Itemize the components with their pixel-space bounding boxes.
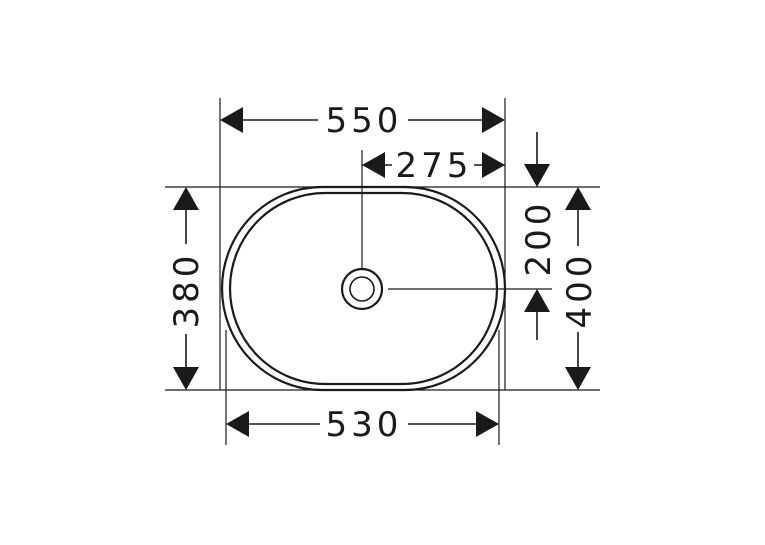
dimension-label-530: 530	[326, 405, 403, 445]
arrow-left-icon	[226, 411, 249, 437]
drain-inner-ring	[349, 276, 375, 302]
dimension-550: 550	[220, 100, 505, 141]
arrow-up-icon	[565, 187, 591, 210]
dimension-530: 530	[226, 404, 499, 445]
dimension-label-380: 380	[167, 252, 207, 329]
dimension-380: 380	[166, 187, 207, 390]
dimension-label-400: 400	[560, 252, 600, 329]
dimension-label-275: 275	[396, 146, 473, 186]
dimension-label-550: 550	[326, 101, 403, 141]
arrow-down-icon	[565, 367, 591, 390]
basin-inner-outline	[228, 191, 499, 386]
arrow-up-icon	[524, 289, 550, 312]
dimension-label-200: 200	[519, 200, 559, 277]
dimension-200: 200	[517, 132, 559, 340]
basin-outer-outline	[220, 185, 507, 392]
arrow-down-icon	[524, 164, 550, 187]
arrow-up-icon	[173, 187, 199, 210]
arrow-left-icon	[362, 152, 385, 178]
drain-outer-ring	[340, 267, 384, 311]
arrow-left-icon	[220, 107, 243, 133]
arrow-down-icon	[173, 367, 199, 390]
dimension-275: 275	[362, 146, 505, 186]
arrow-right-icon	[476, 411, 499, 437]
arrow-right-icon	[482, 107, 505, 133]
arrow-right-icon	[482, 152, 505, 178]
dimension-400: 400	[558, 187, 600, 390]
